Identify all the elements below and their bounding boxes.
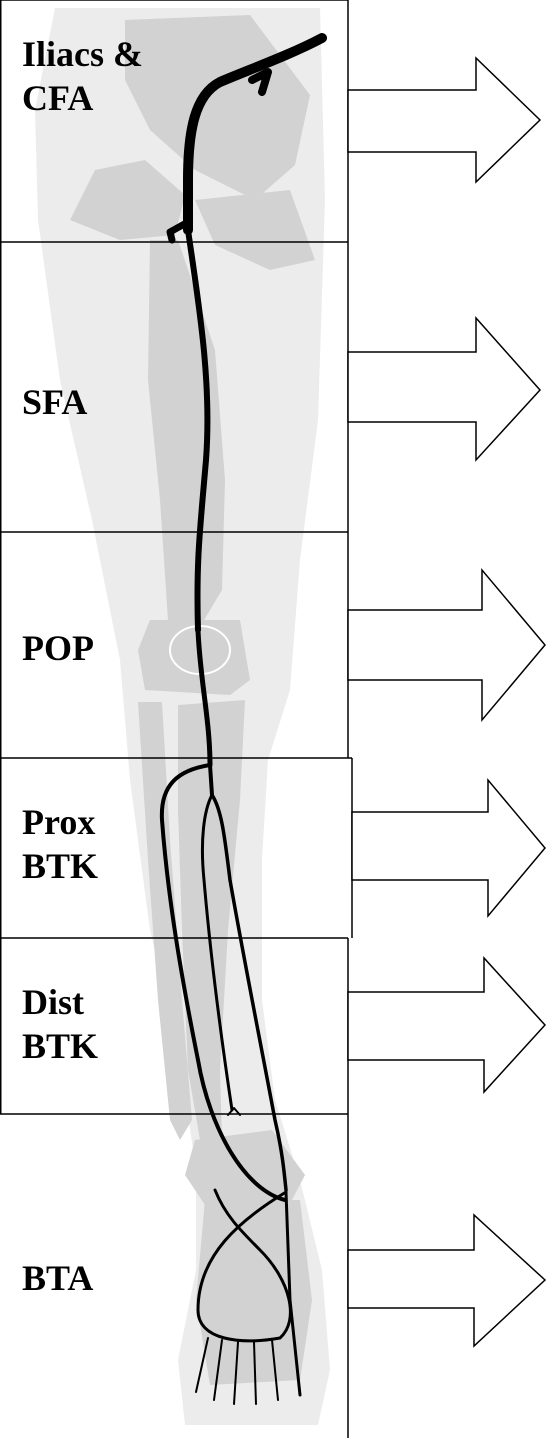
label-prox-btk: Prox BTK	[22, 800, 98, 888]
label-sfa: SFA	[22, 380, 87, 424]
label-prox-btk-line2: BTK	[22, 844, 98, 888]
arrow-iliacs-cfa	[348, 58, 540, 182]
label-bta: BTA	[22, 1256, 93, 1300]
label-iliacs-cfa-line1: Iliacs &	[22, 32, 143, 76]
label-prox-btk-line1: Prox	[22, 800, 98, 844]
arrow-dist-btk	[348, 958, 545, 1092]
label-dist-btk-line1: Dist	[22, 980, 98, 1024]
label-iliacs-cfa: Iliacs & CFA	[22, 32, 143, 120]
label-dist-btk: Dist BTK	[22, 980, 98, 1068]
arrow-prox-btk	[352, 780, 545, 916]
label-iliacs-cfa-line2: CFA	[22, 76, 143, 120]
knee-bone	[138, 620, 250, 695]
arrows	[348, 58, 545, 1346]
arrow-pop	[348, 570, 545, 720]
tibioperoneal-artery	[210, 765, 212, 795]
label-dist-btk-line2: BTK	[22, 1024, 98, 1068]
label-pop: POP	[22, 626, 94, 670]
arrow-sfa	[348, 318, 540, 460]
label-bta-line1: BTA	[22, 1256, 93, 1300]
arrow-bta	[348, 1215, 545, 1346]
label-pop-line1: POP	[22, 626, 94, 670]
label-sfa-line1: SFA	[22, 380, 87, 424]
